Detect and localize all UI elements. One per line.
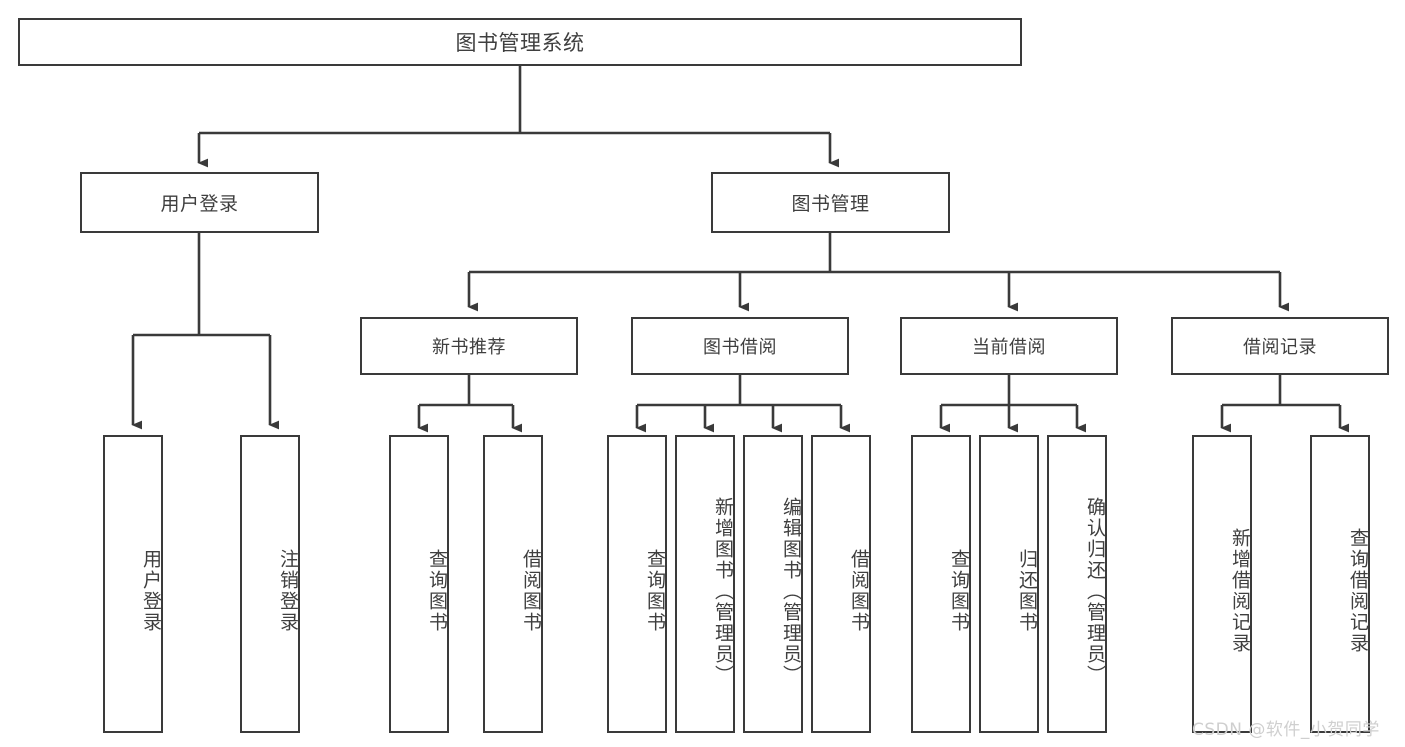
node-label: 查询图书 — [644, 549, 666, 633]
leaf-borrow-query-book[interactable]: 查询图书 — [607, 435, 667, 733]
node-root-system[interactable]: 图书管理系统 — [18, 18, 1022, 66]
node-label: 新书推荐 — [432, 337, 506, 358]
node-label: 查询图书 — [948, 549, 970, 633]
node-label: 查询图书 — [426, 549, 448, 633]
node-book-borrow[interactable]: 图书借阅 — [631, 317, 849, 375]
node-label: 借阅记录 — [1243, 337, 1317, 358]
leaf-user-login-signout[interactable]: 注销登录 — [240, 435, 300, 733]
node-label: 归还图书 — [1016, 549, 1038, 633]
node-label: 用户登录 — [160, 193, 239, 215]
node-label: 借阅图书 — [520, 549, 542, 633]
node-label: 查询借阅记录 — [1347, 528, 1369, 654]
leaf-borrow-add-book-admin[interactable]: 新增图书（管理员） — [675, 435, 735, 733]
node-label: 确认归还（管理员） — [1084, 496, 1106, 686]
node-label: 新增图书（管理员） — [712, 496, 734, 686]
node-label: 用户登录 — [140, 549, 162, 633]
leaf-borrow-edit-book-admin[interactable]: 编辑图书（管理员） — [743, 435, 803, 733]
node-label: 图书借阅 — [703, 337, 777, 358]
node-label: 图书管理系统 — [455, 31, 585, 55]
leaf-recommend-query-book[interactable]: 查询图书 — [389, 435, 449, 733]
node-label: 当前借阅 — [972, 337, 1046, 358]
leaf-record-query-record[interactable]: 查询借阅记录 — [1310, 435, 1370, 733]
node-borrow-record[interactable]: 借阅记录 — [1171, 317, 1389, 375]
node-label: 编辑图书（管理员） — [780, 496, 802, 686]
csdn-watermark: CSDN @软件_小贺同学 — [1192, 720, 1380, 740]
node-current-borrow[interactable]: 当前借阅 — [900, 317, 1118, 375]
node-label: 借阅图书 — [848, 549, 870, 633]
node-label: 新增借阅记录 — [1229, 528, 1251, 654]
node-new-book-recommend[interactable]: 新书推荐 — [360, 317, 578, 375]
leaf-borrow-borrow-book[interactable]: 借阅图书 — [811, 435, 871, 733]
node-label: 图书管理 — [791, 193, 870, 215]
leaf-user-login-signin[interactable]: 用户登录 — [103, 435, 163, 733]
leaf-current-return-book[interactable]: 归还图书 — [979, 435, 1039, 733]
leaf-current-confirm-return-admin[interactable]: 确认归还（管理员） — [1047, 435, 1107, 733]
node-user-login[interactable]: 用户登录 — [80, 172, 319, 233]
node-label: 注销登录 — [277, 549, 299, 633]
leaf-current-query-book[interactable]: 查询图书 — [911, 435, 971, 733]
leaf-recommend-borrow-book[interactable]: 借阅图书 — [483, 435, 543, 733]
leaf-record-add-record[interactable]: 新增借阅记录 — [1192, 435, 1252, 733]
node-book-management[interactable]: 图书管理 — [711, 172, 950, 233]
